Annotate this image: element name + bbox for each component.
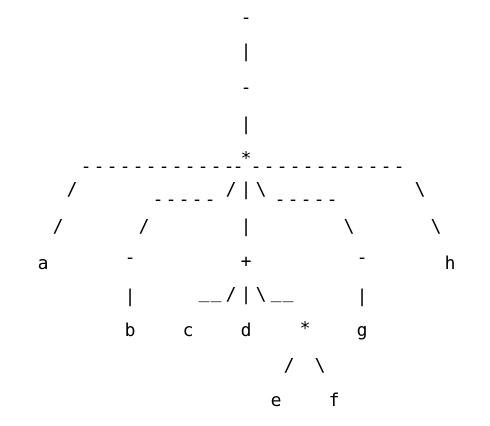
edge-bar: |	[240, 284, 252, 305]
edge-dash: -	[119, 156, 131, 177]
edge-bar: |	[356, 286, 368, 307]
edge-dash: -	[178, 189, 190, 210]
edge-dash: -	[158, 156, 170, 177]
edge-dash: -	[80, 156, 92, 177]
trunk-bar: |	[240, 41, 252, 62]
leaf-label-f: f	[328, 390, 340, 411]
edge-slash: /	[283, 355, 295, 376]
edge-dash: -	[313, 189, 325, 210]
edge-backslash: \	[414, 179, 426, 200]
leaf-label-e: e	[270, 390, 282, 411]
edge-backslash: \	[343, 216, 355, 237]
edge-dash: -	[93, 156, 105, 177]
edge-backslash: \	[430, 216, 442, 237]
edge-dash: -	[184, 156, 196, 177]
trunk-dash: -	[240, 77, 252, 98]
edge-slash: /	[52, 216, 64, 237]
edge-dash: -	[232, 156, 244, 177]
star-node: *	[299, 318, 311, 339]
leaf-label-g: g	[356, 320, 368, 341]
edge-dash: -	[165, 189, 177, 210]
edge-dash: -	[300, 189, 312, 210]
edge-underscore: _	[210, 282, 222, 303]
edge-dash: -	[289, 156, 301, 177]
edge-dash: -	[276, 156, 288, 177]
edge-dash: -	[132, 156, 144, 177]
edge-dash: -	[326, 189, 338, 210]
trunk-bar: |	[240, 114, 252, 135]
leaf-label-b: b	[124, 320, 136, 341]
edge-dash: -	[223, 156, 235, 177]
edge-bar: |	[124, 286, 136, 307]
edge-dash: -	[250, 156, 262, 177]
edge-dash: -	[274, 189, 286, 210]
edge-dash: -	[106, 156, 118, 177]
edge-dash: -	[354, 156, 366, 177]
leaf-label-h: h	[444, 253, 456, 274]
edge-dash: -	[302, 156, 314, 177]
edge-dash: -	[341, 156, 353, 177]
root-star-node: *	[240, 148, 252, 169]
leaf-label-d: d	[240, 320, 252, 341]
edge-bar: |	[240, 179, 252, 200]
edge-dash: -	[171, 156, 183, 177]
edge-slash: /	[225, 179, 237, 200]
edge-dash: -	[315, 156, 327, 177]
unary-node: -	[356, 247, 368, 268]
edge-backslash: \	[255, 284, 267, 305]
plus-node: +	[240, 251, 252, 272]
edge-dash: -	[328, 156, 340, 177]
leaf-label-a: a	[37, 253, 49, 274]
edge-underscore: _	[198, 282, 210, 303]
edge-backslash: \	[255, 179, 267, 200]
leaf-label-c: c	[182, 320, 194, 341]
edge-dash: -	[367, 156, 379, 177]
edge-dash: -	[393, 156, 405, 177]
edge-dash: -	[287, 189, 299, 210]
edge-slash: /	[138, 216, 150, 237]
unary-node: -	[124, 247, 136, 268]
edge-dash: -	[380, 156, 392, 177]
edge-dash: -	[197, 156, 209, 177]
edge-slash: /	[66, 179, 78, 200]
edge-dash: -	[204, 189, 216, 210]
edge-dash: -	[145, 156, 157, 177]
edge-backslash: \	[314, 355, 326, 376]
edge-underscore: _	[282, 282, 294, 303]
edge-dash: -	[191, 189, 203, 210]
edge-dash: -	[210, 156, 222, 177]
trunk-dash-top: -	[240, 7, 252, 28]
edge-dash: -	[152, 189, 164, 210]
edge-underscore: _	[270, 282, 282, 303]
edge-bar: |	[240, 216, 252, 237]
edge-dash: -	[263, 156, 275, 177]
edge-slash: /	[225, 284, 237, 305]
